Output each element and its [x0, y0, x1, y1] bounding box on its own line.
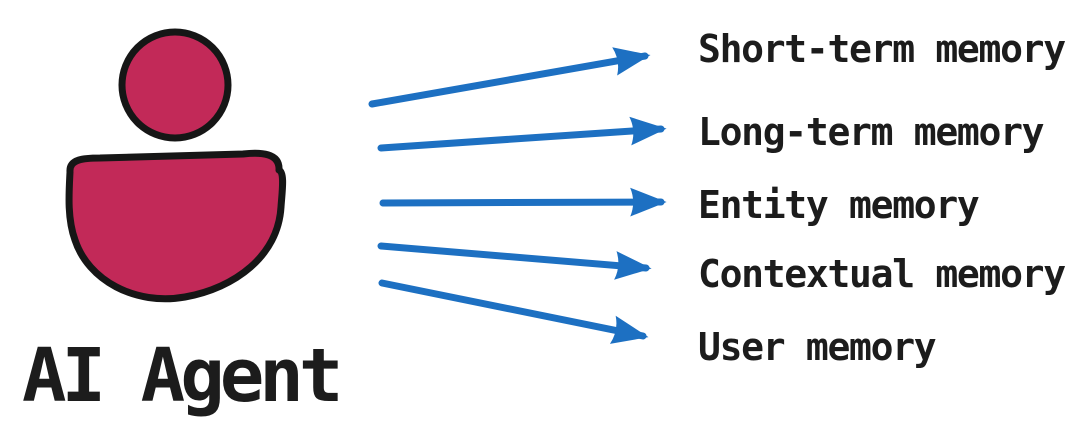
arrows-group [368, 47, 667, 344]
arrow-to-entity-memory [379, 187, 667, 217]
label-entity-memory: Entity memory [698, 183, 980, 227]
label-user-memory: User memory [698, 325, 937, 369]
arrow-to-user-memory [378, 279, 649, 344]
agent-body [65, 149, 287, 303]
arrow-to-short-term-memory [368, 47, 651, 108]
label-short-term-memory: Short-term memory [698, 27, 1066, 71]
arrow-to-contextual-memory [377, 242, 652, 280]
arrow-to-long-term-memory [377, 116, 667, 152]
agent-person-icon [65, 28, 287, 303]
label-contextual-memory: Contextual memory [698, 252, 1066, 296]
agent-head [118, 28, 232, 142]
agent-label: AI Agent [22, 333, 343, 419]
label-long-term-memory: Long-term memory [698, 110, 1045, 154]
